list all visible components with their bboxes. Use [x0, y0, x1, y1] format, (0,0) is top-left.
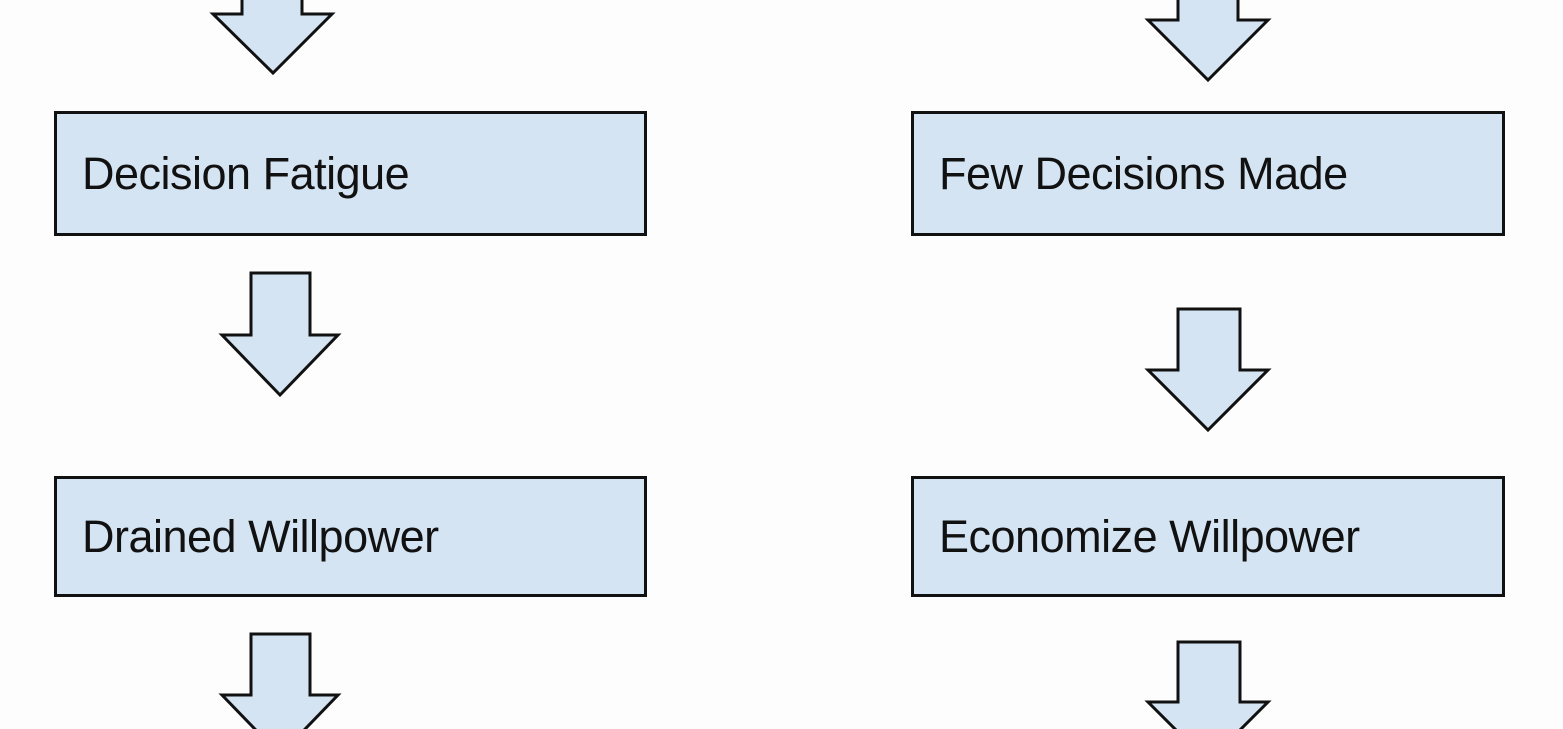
- down-arrow-icon: [1144, 640, 1272, 729]
- box-few-decisions-made: Few Decisions Made: [911, 111, 1505, 236]
- box-decision-fatigue: Decision Fatigue: [54, 111, 647, 236]
- box-label: Economize Willpower: [939, 510, 1360, 562]
- down-arrow-icon: [1144, 307, 1272, 433]
- box-label: Few Decisions Made: [939, 147, 1348, 199]
- box-economize-willpower: Economize Willpower: [911, 476, 1505, 597]
- down-arrow-icon: [218, 271, 342, 398]
- down-arrow-icon: [1144, 0, 1272, 83]
- down-arrow-icon: [218, 632, 342, 729]
- box-label: Decision Fatigue: [82, 147, 410, 199]
- down-arrow-icon: [209, 0, 336, 76]
- box-label: Drained Willpower: [82, 510, 439, 562]
- box-drained-willpower: Drained Willpower: [54, 476, 647, 597]
